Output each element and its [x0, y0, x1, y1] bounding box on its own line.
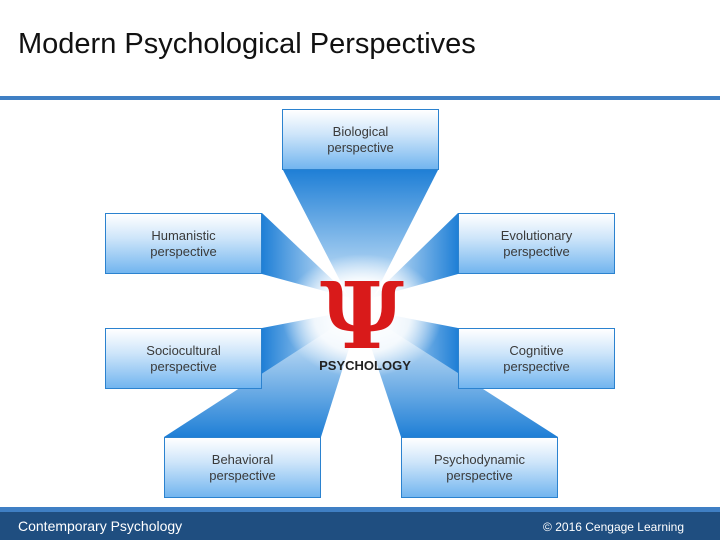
box-label-humanistic: Humanistic perspective: [150, 227, 217, 259]
title-divider: [0, 96, 720, 100]
box-label-cognitive: Cognitive perspective: [503, 342, 570, 374]
box-cognitive: Cognitive perspective: [458, 328, 615, 389]
psi-icon: Ψ: [320, 262, 404, 370]
box-label-sociocultural: Sociocultural perspective: [146, 342, 221, 374]
box-sociocultural: Sociocultural perspective: [105, 328, 262, 389]
box-label-psychodynamic: Psychodynamic perspective: [433, 451, 526, 483]
box-label-biological: Biological perspective: [327, 123, 394, 155]
box-biological: Biological perspective: [282, 109, 439, 170]
box-label-behavioral: Behavioral perspective: [209, 451, 276, 483]
footer-bar: [0, 512, 720, 540]
center-glow: [282, 254, 442, 378]
center-label: PSYCHOLOGY: [319, 358, 411, 373]
footer-book-title: Contemporary Psychology: [18, 518, 183, 534]
box-evolutionary: Evolutionary perspective: [458, 213, 615, 274]
ray-biological: [283, 170, 438, 300]
slide-title: Modern Psychological Perspectives: [18, 28, 476, 60]
box-humanistic: Humanistic perspective: [105, 213, 262, 274]
box-behavioral: Behavioral perspective: [164, 437, 321, 498]
box-label-evolutionary: Evolutionary perspective: [500, 227, 573, 259]
footer-accent: [0, 507, 720, 512]
footer-copyright: © 2016 Cengage Learning: [543, 520, 684, 534]
box-psychodynamic: Psychodynamic perspective: [401, 437, 558, 498]
